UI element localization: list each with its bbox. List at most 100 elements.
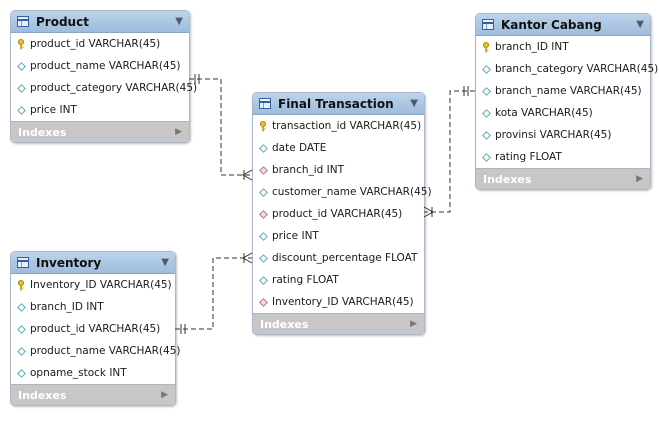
column-row[interactable]: provinsi VARCHAR(45) bbox=[476, 124, 650, 146]
column-diamond-icon bbox=[481, 152, 491, 162]
column-row[interactable]: product_name VARCHAR(45) bbox=[11, 55, 189, 77]
column-row[interactable]: rating FLOAT bbox=[253, 269, 424, 291]
column-diamond-icon bbox=[16, 368, 26, 378]
column-row[interactable]: date DATE bbox=[253, 137, 424, 159]
table-title: Final Transaction bbox=[278, 96, 394, 111]
primary-key-icon bbox=[16, 279, 26, 290]
column-row[interactable]: opname_stock INT bbox=[11, 362, 175, 384]
column-diamond-icon bbox=[481, 108, 491, 118]
collapse-triangle-icon[interactable]: ▼ bbox=[161, 257, 169, 268]
column-row[interactable]: branch_ID INT bbox=[11, 296, 175, 318]
column-diamond-icon bbox=[481, 64, 491, 74]
collapse-triangle-icon[interactable]: ▼ bbox=[410, 98, 418, 109]
column-row[interactable]: Inventory_ID VARCHAR(45) bbox=[253, 291, 424, 313]
column-row[interactable]: branch_ID INT bbox=[476, 36, 650, 58]
column-row[interactable]: Inventory_ID VARCHAR(45) bbox=[11, 274, 175, 296]
table-header[interactable]: Product ▼ bbox=[11, 11, 189, 33]
indexes-section[interactable]: Indexes ▶ bbox=[11, 121, 189, 142]
column-label: branch_category VARCHAR(45) bbox=[495, 63, 659, 75]
indexes-section[interactable]: Indexes ▶ bbox=[253, 313, 424, 334]
primary-key-icon bbox=[258, 120, 268, 131]
column-label: transaction_id VARCHAR(45) bbox=[272, 120, 422, 132]
column-diamond-icon bbox=[258, 231, 268, 241]
column-row[interactable]: rating FLOAT bbox=[476, 146, 650, 168]
column-label: product_id VARCHAR(45) bbox=[30, 323, 161, 335]
column-label: product_id VARCHAR(45) bbox=[30, 38, 161, 50]
column-row[interactable]: product_category VARCHAR(45) bbox=[11, 77, 197, 99]
column-row[interactable]: price INT bbox=[11, 99, 189, 121]
column-diamond-icon bbox=[258, 275, 268, 285]
collapse-triangle-icon[interactable]: ▼ bbox=[175, 16, 183, 27]
column-diamond-icon bbox=[258, 187, 268, 197]
table-title: Kantor Cabang bbox=[501, 17, 602, 32]
table-title: Product bbox=[36, 14, 89, 29]
column-row[interactable]: branch_id INT bbox=[253, 159, 424, 181]
column-row[interactable]: product_id VARCHAR(45) bbox=[253, 203, 424, 225]
indexes-section[interactable]: Indexes ▶ bbox=[11, 384, 175, 405]
column-row[interactable]: branch_category VARCHAR(45) bbox=[476, 58, 658, 80]
column-diamond-icon bbox=[258, 143, 268, 153]
expand-triangle-icon[interactable]: ▶ bbox=[410, 319, 417, 329]
column-diamond-icon bbox=[258, 253, 268, 263]
column-diamond-icon bbox=[16, 61, 26, 71]
columns-list: product_id VARCHAR(45) product_name VARCH… bbox=[11, 33, 197, 121]
column-row[interactable]: transaction_id VARCHAR(45) bbox=[253, 115, 424, 137]
foreign-key-diamond-icon bbox=[258, 297, 268, 307]
column-label: kota VARCHAR(45) bbox=[495, 107, 593, 119]
table-final-transaction[interactable]: Final Transaction ▼ transaction_id VARCH… bbox=[252, 92, 432, 335]
column-row[interactable]: product_id VARCHAR(45) bbox=[11, 33, 189, 55]
foreign-key-diamond-icon bbox=[258, 209, 268, 219]
table-header[interactable]: Kantor Cabang ▼ bbox=[476, 14, 650, 36]
columns-list: Inventory_ID VARCHAR(45) branch_ID INT pro… bbox=[11, 274, 180, 384]
column-diamond-icon bbox=[481, 130, 491, 140]
collapse-triangle-icon[interactable]: ▼ bbox=[636, 19, 644, 30]
columns-list: transaction_id VARCHAR(45) date DATE branc… bbox=[253, 115, 432, 313]
table-title: Inventory bbox=[36, 255, 102, 270]
table-icon bbox=[17, 257, 29, 268]
indexes-label: Indexes bbox=[483, 172, 532, 186]
table-icon bbox=[17, 16, 29, 27]
column-diamond-icon bbox=[16, 324, 26, 334]
expand-triangle-icon[interactable]: ▶ bbox=[175, 127, 182, 137]
column-label: customer_name VARCHAR(45) bbox=[272, 186, 432, 198]
column-label: branch_ID INT bbox=[30, 301, 104, 313]
column-label: rating FLOAT bbox=[495, 151, 562, 163]
column-label: branch_id INT bbox=[272, 164, 345, 176]
table-kantor-cabang[interactable]: Kantor Cabang ▼ branch_ID INT branch_cate… bbox=[475, 13, 658, 190]
relationship-inventory-final-transaction[interactable] bbox=[175, 252, 253, 334]
table-icon bbox=[259, 98, 271, 109]
indexes-label: Indexes bbox=[260, 317, 309, 331]
indexes-section[interactable]: Indexes ▶ bbox=[476, 168, 650, 189]
relationship-kantor-cabang-final-transaction[interactable] bbox=[423, 86, 475, 218]
table-inventory[interactable]: Inventory ▼ Inventory_ID VARCHAR(45) bran… bbox=[10, 251, 180, 406]
column-row[interactable]: kota VARCHAR(45) bbox=[476, 102, 650, 124]
column-label: date DATE bbox=[272, 142, 327, 154]
column-label: opname_stock INT bbox=[30, 367, 127, 379]
column-label: product_category VARCHAR(45) bbox=[30, 82, 198, 94]
table-product[interactable]: Product ▼ product_id VARCHAR(45)product_… bbox=[10, 10, 197, 143]
table-header[interactable]: Final Transaction ▼ bbox=[253, 93, 424, 115]
relationship-product-final-transaction[interactable] bbox=[189, 74, 253, 181]
column-row[interactable]: discount_percentage FLOAT bbox=[253, 247, 424, 269]
column-row[interactable]: product_id VARCHAR(45) bbox=[11, 318, 175, 340]
column-row[interactable]: price INT bbox=[253, 225, 424, 247]
column-row[interactable]: customer_name VARCHAR(45) bbox=[253, 181, 432, 203]
column-label: Inventory_ID VARCHAR(45) bbox=[272, 296, 414, 308]
column-row[interactable]: product_name VARCHAR(45) bbox=[11, 340, 180, 362]
column-row[interactable]: branch_name VARCHAR(45) bbox=[476, 80, 650, 102]
columns-list: branch_ID INT branch_category VARCHAR(45)… bbox=[476, 36, 658, 168]
column-label: provinsi VARCHAR(45) bbox=[495, 129, 612, 141]
foreign-key-diamond-icon bbox=[258, 165, 268, 175]
expand-triangle-icon[interactable]: ▶ bbox=[161, 390, 168, 400]
column-label: branch_ID INT bbox=[495, 41, 569, 53]
column-diamond-icon bbox=[16, 83, 26, 93]
primary-key-icon bbox=[481, 41, 491, 52]
column-diamond-icon bbox=[16, 105, 26, 115]
expand-triangle-icon[interactable]: ▶ bbox=[636, 174, 643, 184]
primary-key-icon bbox=[16, 38, 26, 49]
table-icon bbox=[482, 19, 494, 30]
column-label: branch_name VARCHAR(45) bbox=[495, 85, 642, 97]
table-header[interactable]: Inventory ▼ bbox=[11, 252, 175, 274]
column-label: product_name VARCHAR(45) bbox=[30, 345, 181, 357]
